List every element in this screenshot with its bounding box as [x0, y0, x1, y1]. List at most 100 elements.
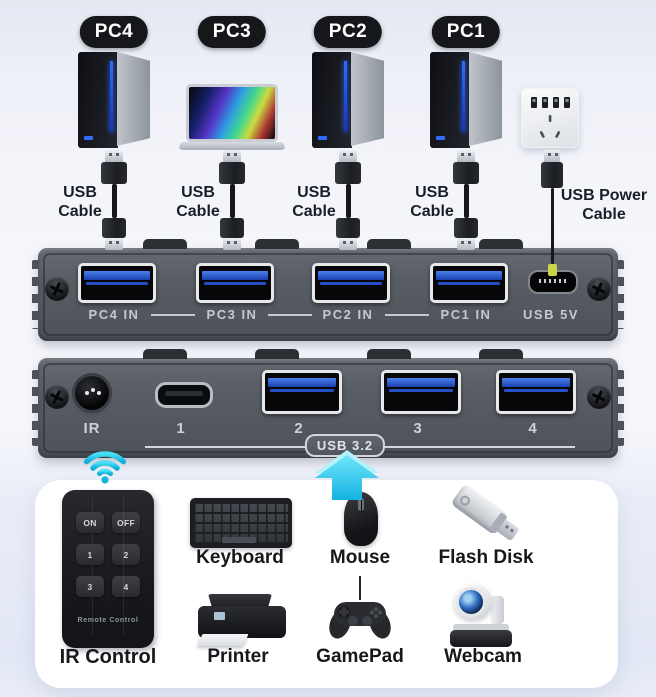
pc1-in-label: PC1 IN — [440, 307, 492, 322]
tower-side-panel — [117, 51, 150, 147]
panel-foot — [255, 349, 299, 359]
cable-wire — [111, 184, 117, 218]
label-dash — [151, 314, 195, 316]
remote-1-button: 1 — [76, 544, 104, 565]
peripherals-card: ON OFF 1 2 3 4 Remote Control IR Control… — [35, 480, 618, 688]
laptop-screen — [186, 84, 278, 142]
webcam-label: Webcam — [444, 646, 522, 667]
usb-plug-metal — [223, 150, 241, 162]
panel-foot — [479, 239, 523, 249]
webcam-base — [450, 630, 512, 647]
usb-cable-label-2: USB Cable — [176, 183, 220, 221]
label-dash — [268, 314, 312, 316]
usb-cable-label-3: USB Cable — [292, 183, 336, 221]
gamepad-body — [329, 602, 391, 639]
usb-tongue — [502, 378, 570, 392]
port-2-label: 2 — [294, 420, 304, 437]
pc2-tower-icon — [312, 50, 384, 148]
heatsink-fins — [617, 260, 624, 329]
usb-plug-body — [541, 162, 563, 188]
ir-signal-icon — [83, 451, 127, 484]
label-line: USB — [181, 184, 215, 201]
outlet-socket-detail — [531, 97, 570, 138]
remote-3-button: 3 — [76, 576, 104, 597]
up-arrow-icon — [315, 450, 379, 500]
usb-plug-metal — [105, 150, 123, 162]
label-line: USB Power — [560, 187, 648, 204]
usb-plug-metal — [544, 150, 560, 162]
usb-cable-label-1: USB Cable — [58, 183, 102, 221]
usb-tongue — [387, 378, 455, 392]
flash-disk-icon — [444, 483, 522, 552]
panel-foot — [367, 349, 411, 359]
webcam-arm — [490, 596, 504, 624]
pc4-usb-cable-icon — [101, 150, 127, 250]
cable-wire — [463, 184, 469, 218]
usb-plug-metal — [339, 150, 357, 162]
usb-tongue — [84, 271, 150, 285]
usb-plug-body — [102, 218, 126, 238]
usb-plug-body — [454, 218, 478, 238]
ir-control-label: IR Control — [59, 646, 157, 668]
usb-plug-body — [101, 162, 127, 184]
usb-a-port-3 — [381, 370, 461, 414]
gamepad-icon — [327, 576, 393, 644]
ir-receiver-icon — [75, 376, 109, 410]
gamepad-cable — [359, 576, 361, 600]
micro-usb-plug-tip — [547, 264, 557, 276]
panel-foot — [479, 349, 523, 359]
ir-remote: ON OFF 1 2 3 4 Remote Control — [62, 490, 154, 648]
panel-foot — [255, 239, 299, 249]
heatsink-fins — [32, 370, 39, 446]
screw-icon — [583, 381, 615, 413]
usb-plug-metal — [223, 238, 241, 250]
ir-label: IR — [83, 420, 101, 437]
remote-on-button: ON — [76, 512, 104, 533]
power-outlet-icon — [521, 88, 579, 148]
pc1-tower-icon — [430, 50, 502, 148]
usb-power-cable-label: USB Power Cable — [561, 186, 647, 224]
cable-wire — [550, 188, 554, 264]
label-line: Cable — [58, 203, 102, 220]
usb-5v-label: USB 5V — [523, 307, 579, 322]
printer-icon — [197, 592, 286, 648]
webcam-base-top — [453, 624, 509, 631]
mouse-label: Mouse — [329, 547, 391, 568]
tower-front-panel — [312, 52, 352, 148]
cable-wire — [229, 184, 235, 218]
pc2-in-port — [312, 263, 390, 303]
panel-foot — [143, 239, 187, 249]
heatsink-fins — [617, 370, 624, 446]
label-line: USB — [63, 184, 97, 201]
pc2-usb-cable-icon — [335, 150, 361, 250]
usb-plug-metal — [457, 238, 475, 250]
usb-plug-metal — [339, 238, 357, 250]
printer-screen — [214, 612, 225, 620]
webcam-lens — [459, 590, 483, 614]
pc2-in-label: PC2 IN — [322, 307, 374, 322]
pc4-tower-icon — [78, 50, 150, 148]
tower-front-panel — [430, 52, 470, 148]
tower-front-panel — [78, 52, 118, 148]
usb-plug-body — [220, 218, 244, 238]
label-line: Cable — [292, 203, 336, 220]
usb-plug-body — [219, 162, 245, 184]
pc3-laptop-icon — [178, 84, 286, 150]
usb-plug-body — [336, 218, 360, 238]
remote-4-button: 4 — [112, 576, 140, 597]
usb-a-port-4 — [496, 370, 576, 414]
gamepad-label: GamePad — [316, 646, 404, 667]
remote-brand-text: Remote Control — [77, 617, 139, 624]
input-panel: PC4 IN PC3 IN PC2 IN PC1 IN USB 5V — [32, 239, 624, 341]
heatsink-fins — [32, 260, 39, 329]
tower-side-panel — [351, 51, 384, 147]
usb-c-port-1 — [155, 382, 213, 408]
pc2-badge: PC2 — [313, 16, 383, 48]
label-line: Cable — [176, 203, 220, 220]
usb-plug-metal — [457, 150, 475, 162]
printer-paper — [197, 634, 249, 646]
label-line: Cable — [582, 206, 626, 223]
label-dash — [385, 314, 429, 316]
printer-label: Printer — [207, 646, 269, 667]
